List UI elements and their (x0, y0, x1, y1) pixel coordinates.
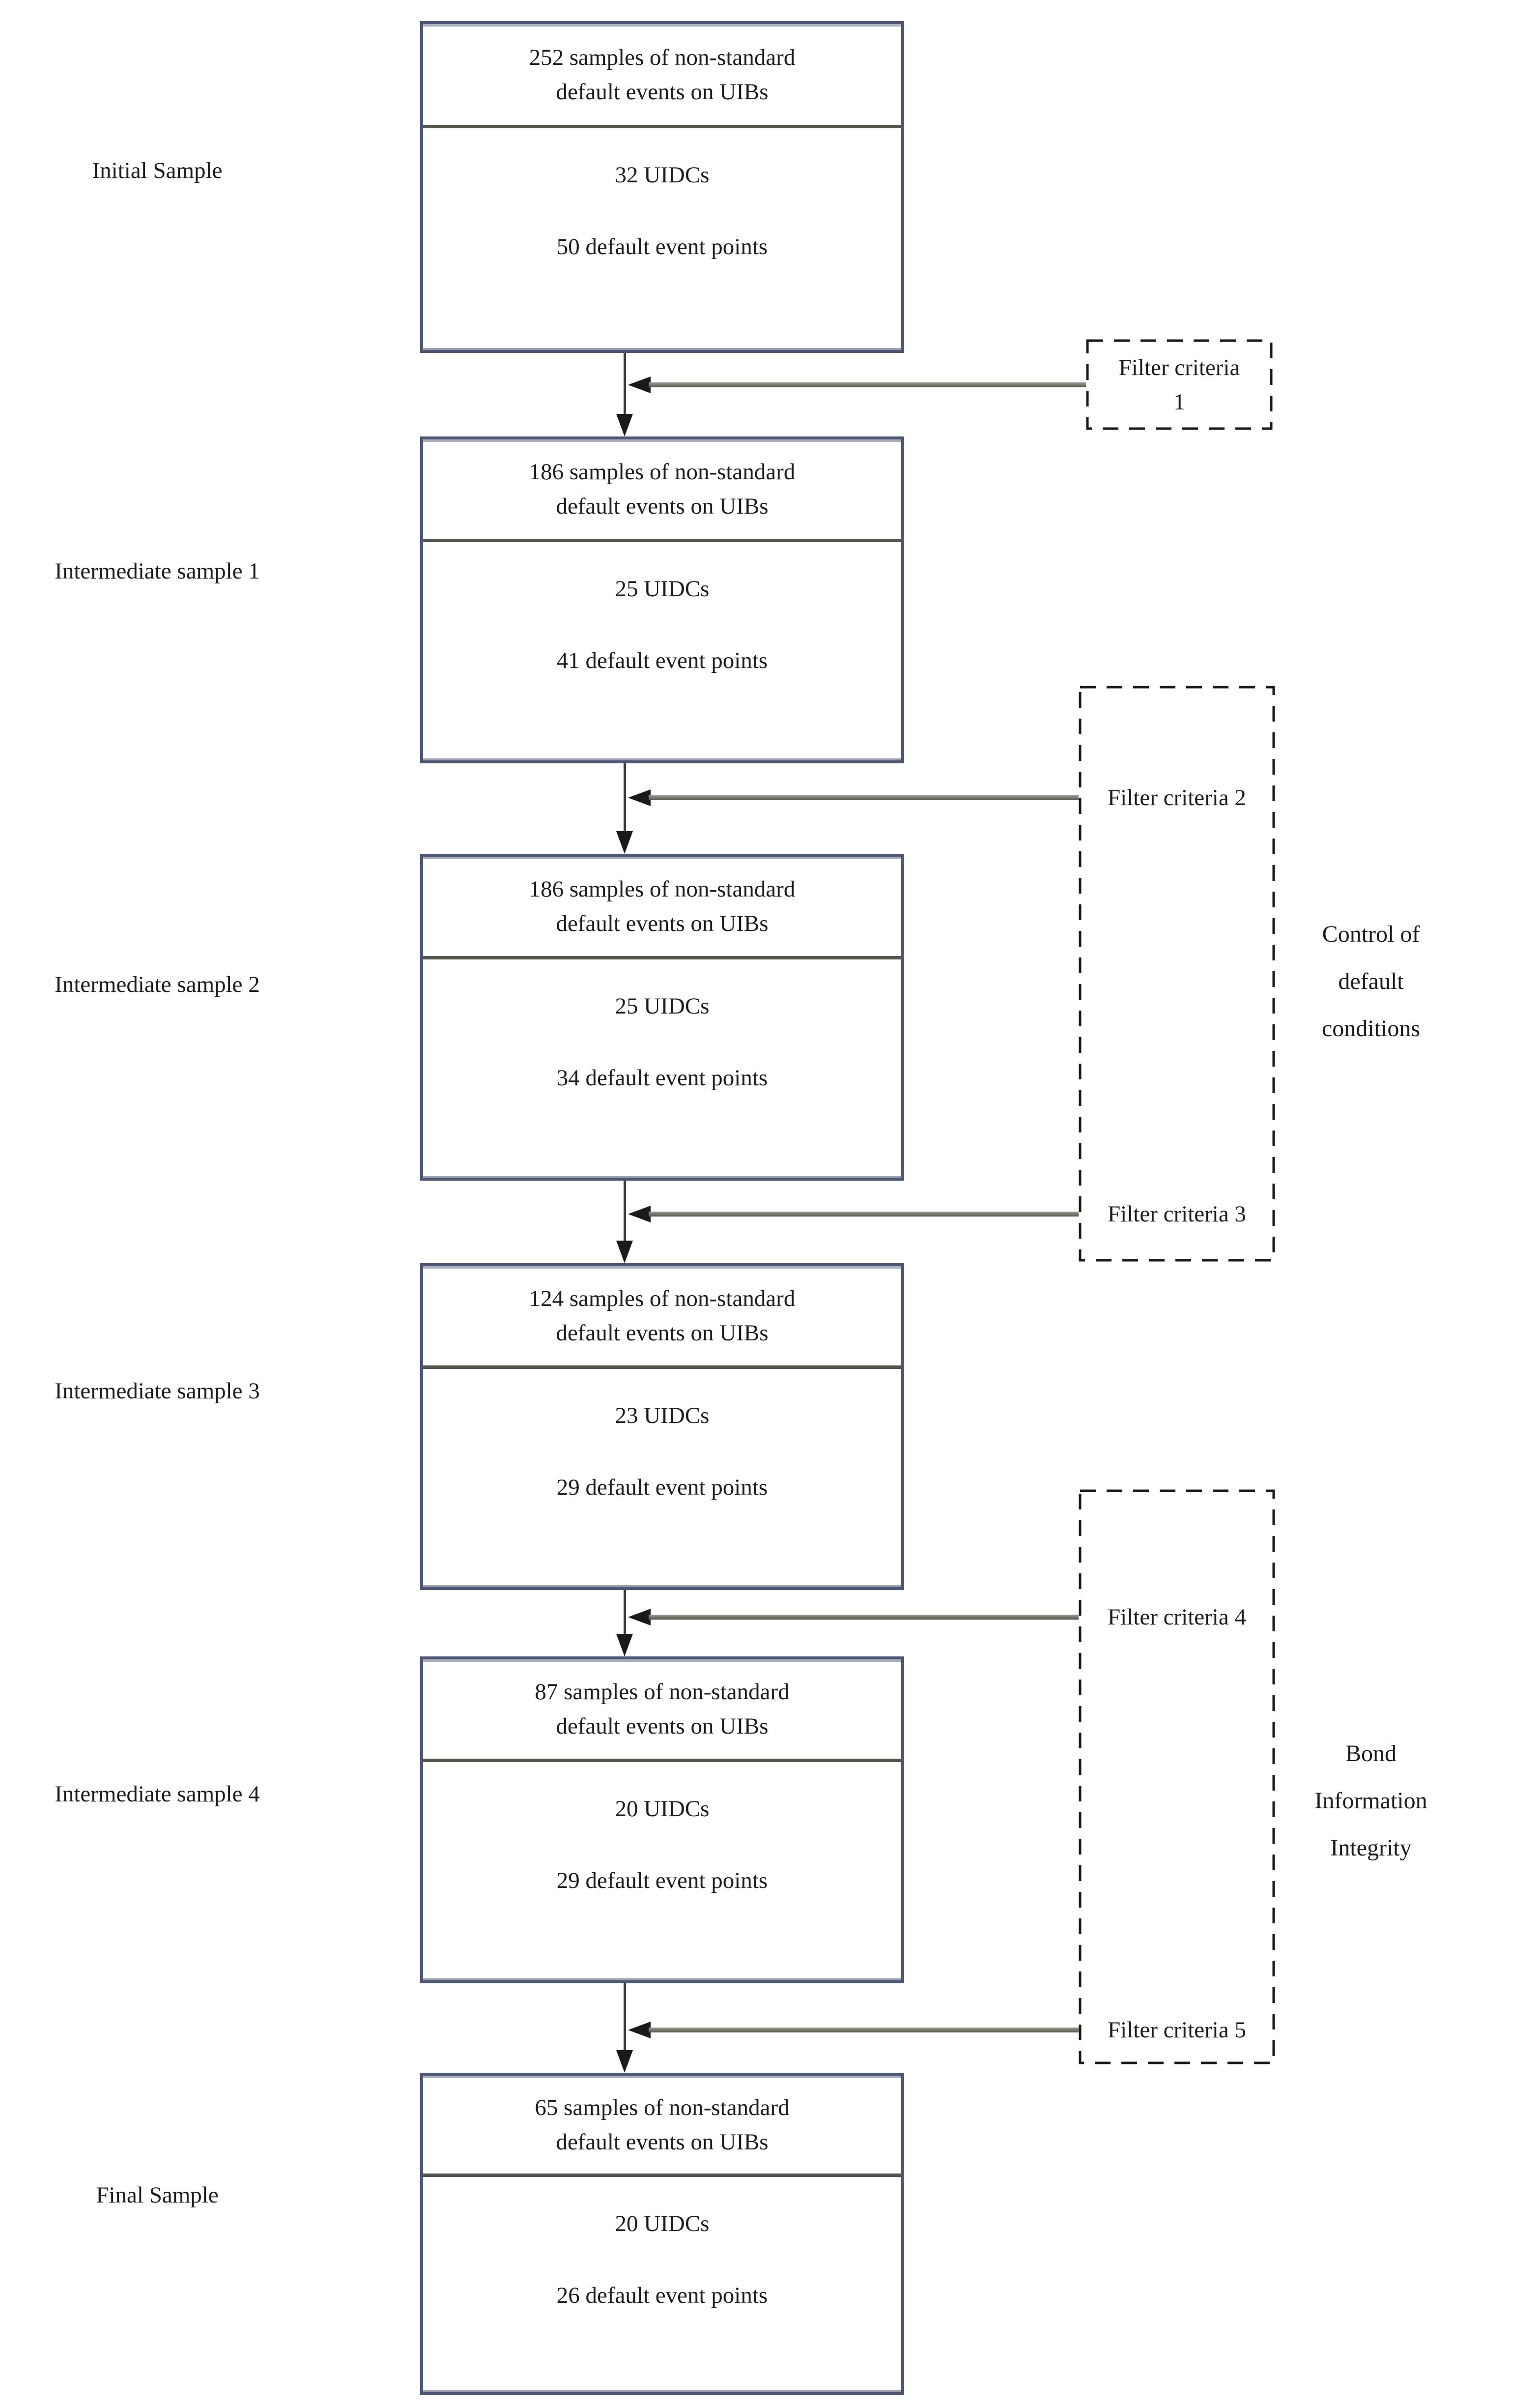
box-intermediate-sample-1-points: 41 default event points (556, 647, 768, 673)
arrow-down-icon-1 (616, 414, 633, 436)
connector-line-4 (624, 1590, 626, 1635)
box-initial-sample-points: 50 default event points (556, 234, 768, 260)
box-intermediate-sample-4-title-line1: 87 samples of non-standard (535, 1679, 790, 1705)
box-intermediate-sample-4-points: 29 default event points (556, 1867, 768, 1893)
box-initial-sample-title-line1: 252 samples of non-standard (529, 44, 796, 70)
box-final-sample-points: 26 default event points (556, 2283, 768, 2309)
box-intermediate-sample-3-uidc: 23 UIDCs (615, 1402, 710, 1428)
arrow-down-icon-4 (616, 1634, 633, 1656)
dashed-border-icon-2 (1079, 686, 1275, 1262)
filter-connector-2 (649, 795, 1079, 800)
box-final-sample-uidc: 20 UIDCs (615, 2211, 710, 2237)
box-intermediate-sample-1-uidc: 25 UIDCs (615, 576, 710, 602)
arrow-left-icon-2 (628, 789, 651, 806)
box-intermediate-sample-2-points: 34 default event points (556, 1065, 768, 1091)
box-intermediate-sample-1-stats: 25 UIDCs 41 default event points (423, 542, 901, 760)
filter-connector-4 (649, 1615, 1079, 1620)
box-intermediate-sample-3-stats: 23 UIDCs 29 default event points (423, 1369, 901, 1587)
stage-label-intermediate-sample-2: Intermediate sample 2 (55, 972, 260, 997)
box-final-sample-title-line1: 65 samples of non-standard (535, 2094, 790, 2120)
group-label-b-line2: Information (1314, 1788, 1427, 1814)
group-label-b-line3: Integrity (1330, 1835, 1412, 1861)
filter-criteria-1-label-line1: Filter criteria (1118, 354, 1240, 380)
box-intermediate-sample-4-stats: 20 UIDCs 29 default event points (423, 1762, 901, 1980)
box-intermediate-sample-2-title: 186 samples of non-standard default even… (423, 857, 901, 959)
connector-line-2 (624, 763, 626, 832)
dashed-border-icon-1 (1086, 339, 1273, 430)
box-initial-sample-stats: 32 UIDCs 50 default event points (423, 128, 901, 350)
filter-group-box-control-of-default-conditions: Filter criteria 2 Filter criteria 3 (1079, 686, 1275, 1262)
filter-criteria-2-label: Filter criteria 2 (1108, 785, 1246, 811)
box-intermediate-sample-1-title-line2: default events on UIBs (556, 493, 769, 519)
box-intermediate-sample-2-uidc: 25 UIDCs (615, 993, 710, 1019)
filter-criteria-3-label: Filter criteria 3 (1108, 1201, 1246, 1227)
box-initial-sample-title-line2: default events on UIBs (556, 79, 769, 105)
connector-line-5 (624, 1983, 626, 2051)
filter-group-box-bond-information-integrity: Filter criteria 4 Filter criteria 5 (1079, 1489, 1275, 2064)
box-intermediate-sample-3-title-line1: 124 samples of non-standard (529, 1285, 796, 1311)
box-initial-sample: 252 samples of non-standard default even… (420, 21, 904, 353)
box-final-sample-title-line2: default events on UIBs (556, 2129, 769, 2155)
filter-criteria-1-label: Filter criteria 1 (1086, 339, 1273, 430)
connector-line-1 (624, 353, 626, 417)
box-final-sample-title: 65 samples of non-standard default event… (423, 2076, 901, 2177)
arrow-left-icon-3 (628, 1206, 651, 1222)
box-intermediate-sample-2-title-line1: 186 samples of non-standard (529, 876, 796, 902)
box-initial-sample-title: 252 samples of non-standard default even… (423, 24, 901, 129)
box-intermediate-sample-4-title: 87 samples of non-standard default event… (423, 1659, 901, 1762)
arrow-down-icon-5 (616, 2050, 633, 2073)
box-intermediate-sample-4: 87 samples of non-standard default event… (420, 1656, 904, 1983)
box-intermediate-sample-2-title-line2: default events on UIBs (556, 910, 769, 936)
box-intermediate-sample-1: 186 samples of non-standard default even… (420, 436, 904, 763)
filter-connector-3 (649, 1212, 1079, 1217)
dashed-border-icon-3 (1079, 1489, 1275, 2064)
group-label-a-line2: default (1338, 968, 1404, 994)
stage-label-intermediate-sample-1: Intermediate sample 1 (55, 558, 260, 584)
filter-connector-5 (649, 2028, 1079, 2032)
filter-criteria-5-label: Filter criteria 5 (1108, 2017, 1246, 2043)
filter-criteria-4-label: Filter criteria 4 (1108, 1604, 1246, 1630)
group-label-a-line1: Control of (1322, 921, 1420, 947)
filter-criteria-1-box: Filter criteria 1 (1086, 339, 1273, 430)
group-label-control-of-default-conditions: Control of default conditions (1283, 911, 1459, 1052)
box-intermediate-sample-2-stats: 25 UIDCs 34 default event points (423, 959, 901, 1178)
box-intermediate-sample-4-title-line2: default events on UIBs (556, 1713, 769, 1739)
stage-label-initial-sample: Initial Sample (92, 158, 223, 183)
box-intermediate-sample-3: 124 samples of non-standard default even… (420, 1263, 904, 1590)
box-intermediate-sample-2: 186 samples of non-standard default even… (420, 854, 904, 1181)
box-initial-sample-uidc: 32 UIDCs (615, 162, 710, 188)
box-intermediate-sample-3-title: 124 samples of non-standard default even… (423, 1266, 901, 1369)
box-intermediate-sample-3-points: 29 default event points (556, 1474, 768, 1500)
box-intermediate-sample-1-title: 186 samples of non-standard default even… (423, 439, 901, 542)
arrow-left-icon-5 (628, 2022, 651, 2038)
box-intermediate-sample-4-uidc: 20 UIDCs (615, 1796, 710, 1822)
stage-label-intermediate-sample-4: Intermediate sample 4 (55, 1781, 260, 1807)
arrow-left-icon-1 (628, 377, 651, 393)
group-label-bond-information-integrity: Bond Information Integrity (1283, 1730, 1459, 1872)
connector-line-3 (624, 1181, 626, 1242)
arrow-left-icon-4 (628, 1609, 651, 1625)
arrow-down-icon-2 (616, 831, 633, 854)
box-intermediate-sample-3-title-line2: default events on UIBs (556, 1320, 769, 1346)
arrow-down-icon-3 (616, 1241, 633, 1263)
stage-label-intermediate-sample-3: Intermediate sample 3 (55, 1378, 260, 1404)
filter-criteria-1-label-line2: 1 (1173, 389, 1185, 415)
box-final-sample-stats: 20 UIDCs 26 default event points (423, 2177, 901, 2392)
group-label-b-line1: Bond (1345, 1740, 1397, 1767)
filter-connector-1 (649, 382, 1086, 387)
group-label-a-line3: conditions (1322, 1015, 1420, 1042)
box-final-sample: 65 samples of non-standard default event… (420, 2073, 904, 2395)
box-intermediate-sample-1-title-line1: 186 samples of non-standard (529, 459, 796, 485)
stage-label-final-sample: Final Sample (96, 2182, 219, 2208)
